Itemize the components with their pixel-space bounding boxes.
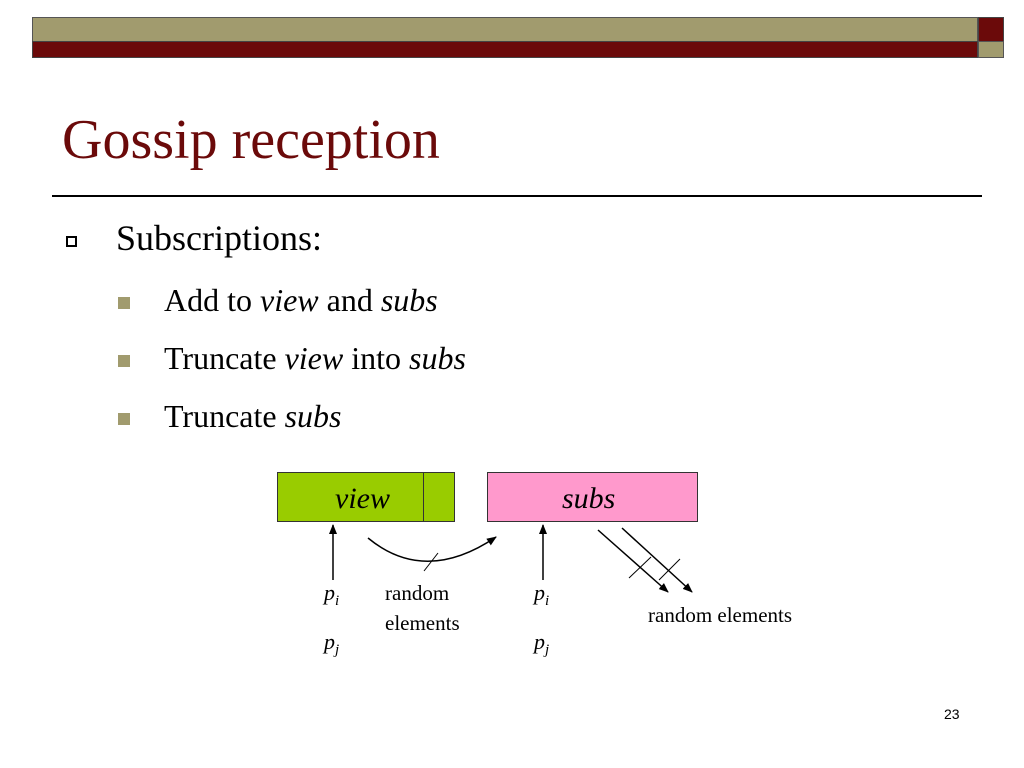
subs-box bbox=[487, 472, 698, 522]
page-number: 23 bbox=[944, 706, 960, 722]
p-j-label-subs-sub: j bbox=[545, 642, 550, 658]
sub-bullet-3: Truncate subs bbox=[164, 400, 341, 432]
random-elements-line2: elements bbox=[385, 611, 460, 636]
subs-box-label: subs bbox=[562, 482, 616, 515]
header-bar-maroon bbox=[32, 41, 978, 58]
p-j-label-view: pj bbox=[324, 631, 339, 658]
p-i-label-subs-sub: i bbox=[545, 593, 550, 609]
sub-bullet-2-em1: view bbox=[284, 340, 344, 376]
sub-bullet-2-mid: into bbox=[343, 340, 409, 376]
sub-bullet-3-pre: Truncate bbox=[164, 398, 285, 434]
view-box-label: view bbox=[335, 482, 390, 515]
sub-bullet-3-em1: subs bbox=[284, 398, 342, 434]
square-bullet-icon bbox=[118, 355, 130, 367]
sub-bullet-2-pre: Truncate bbox=[164, 340, 285, 376]
header-square-olive bbox=[978, 41, 1004, 58]
random-elements-label-right: random elements bbox=[648, 603, 793, 627]
p-i-label-view: pi bbox=[324, 582, 339, 609]
p-j-label-subs: pj bbox=[534, 631, 549, 658]
sub-bullet-2: Truncate view into subs bbox=[164, 342, 466, 374]
diagonal-arrow-1 bbox=[597, 529, 669, 593]
sub-bullet-1: Add to view and subs bbox=[164, 284, 438, 316]
random-elements-label-middle: random elements bbox=[385, 578, 460, 639]
p-j-label-view-sub: j bbox=[335, 642, 340, 658]
p-i-label-subs: pi bbox=[534, 582, 549, 609]
bullet-subscriptions: Subscriptions: bbox=[116, 218, 323, 258]
sub-bullet-1-mid: and bbox=[318, 282, 381, 318]
random-elements-line1: random bbox=[385, 581, 450, 605]
title-divider bbox=[52, 195, 982, 197]
hollow-square-bullet-icon bbox=[66, 236, 77, 247]
curved-arrow-view-to-subs bbox=[367, 536, 497, 562]
view-box-divider bbox=[423, 472, 424, 522]
sub-bullet-1-em1: view bbox=[260, 282, 319, 318]
square-bullet-icon bbox=[118, 413, 130, 425]
diagonal-arrow-2 bbox=[621, 527, 693, 593]
p-j-label-view-letter: p bbox=[324, 629, 335, 654]
p-i-label-view-letter: p bbox=[324, 580, 335, 605]
square-bullet-icon bbox=[118, 297, 130, 309]
sub-bullet-1-pre: Add to bbox=[164, 282, 260, 318]
p-j-label-subs-letter: p bbox=[534, 629, 545, 654]
sub-bullet-1-em2: subs bbox=[380, 282, 438, 318]
curved-arrow-strike bbox=[423, 552, 439, 572]
diagonal-arrow-1-strike bbox=[628, 556, 652, 579]
diagonal-arrow-2-strike bbox=[658, 558, 681, 581]
sub-bullet-2-em2: subs bbox=[409, 340, 466, 376]
slide-title: Gossip reception bbox=[62, 109, 440, 171]
p-i-label-view-sub: i bbox=[335, 593, 340, 609]
view-box bbox=[277, 472, 455, 522]
p-i-label-subs-letter: p bbox=[534, 580, 545, 605]
